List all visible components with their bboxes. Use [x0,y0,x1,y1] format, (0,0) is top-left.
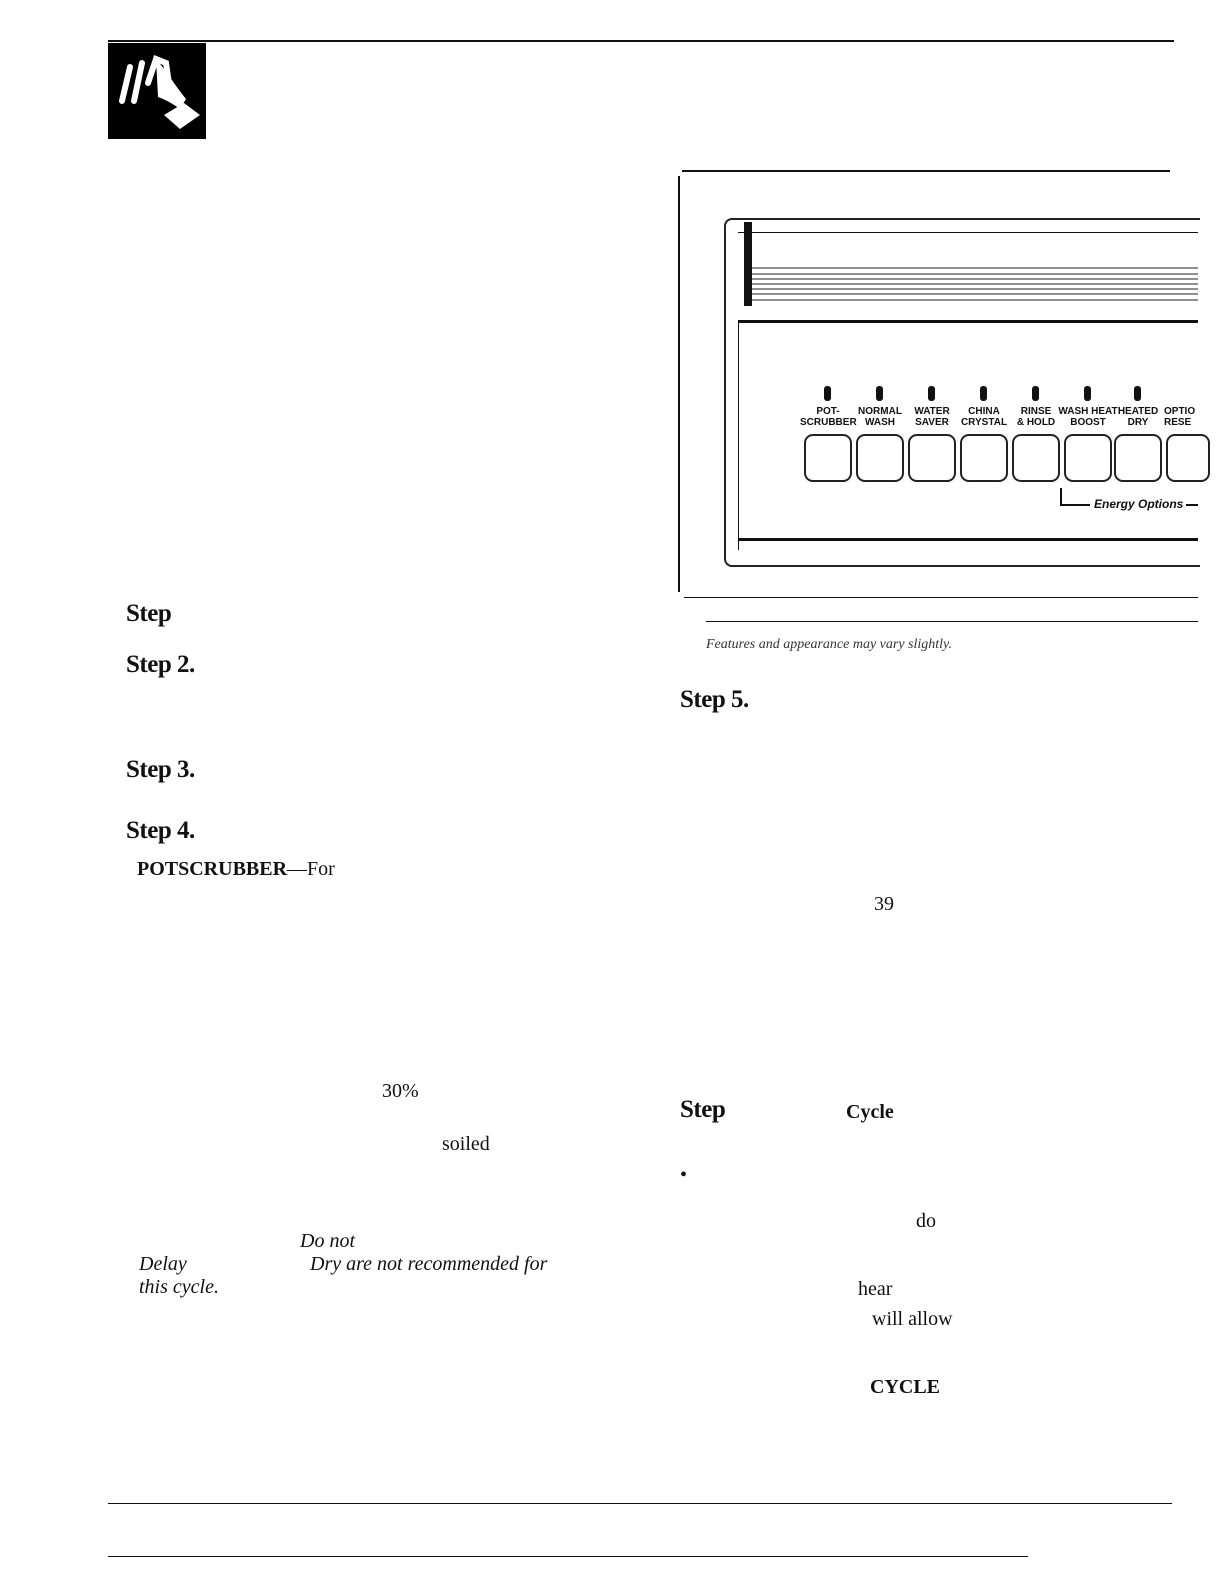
potscrubber-lead: POTSCRUBBER [137,858,288,880]
panel-face-top-line [738,320,1198,323]
water-saver-button[interactable] [908,434,956,482]
potscrubber-dash: —For [287,858,335,880]
button-label-options-reset: OPTIO RESE [1164,406,1196,428]
button-label-wash-heat-boost: WASH HEAT BOOST [1058,406,1118,428]
bracket-horizontal-right [1186,504,1198,506]
step-3-label: Step 3. [126,756,195,783]
indicator-light [1084,386,1091,401]
bullet-point: • [680,1164,688,1186]
china-crystal-button[interactable] [960,434,1008,482]
italic-this-cycle: this cycle. [139,1276,219,1298]
figure-bottom-rule [684,597,1198,598]
figure-caption: Features and appearance may vary slightl… [706,637,952,652]
indicator-light [876,386,883,401]
potscrubber-heading: POTSCRUBBER—For [137,858,335,881]
fragment-soiled: soiled [442,1133,490,1155]
button-label-normal-wash: NORMAL WASH [858,406,902,428]
header-rule [108,40,1174,42]
bracket-vertical [1060,488,1062,506]
panel-face-bottom-line [738,538,1198,541]
indicator-light [1032,386,1039,401]
figure-left-rule [678,176,680,592]
italic-dry: Dry are not recommended for [310,1253,548,1275]
cycle-caps: CYCLE [870,1376,941,1398]
step-1-label: Step [126,600,172,627]
energy-options-label: Energy Options [1094,497,1184,511]
button-label-potscrubber: POT- SCRUBBER [800,406,857,428]
header-badge [108,43,206,139]
fragment-will-allow: will allow [872,1308,953,1330]
figure-top-rule [682,170,1170,172]
button-label-heated-dry: HEATED DRY [1117,406,1159,428]
energy-options-bracket: Energy Options [1060,488,1198,511]
footer-rule-lower [108,1556,1028,1557]
rinse-hold-button[interactable] [1012,434,1060,482]
caption-rule [706,621,1198,622]
hand-pressing-pad-icon [119,55,200,129]
normal-wash-button[interactable] [856,434,904,482]
fragment-do: do [916,1210,936,1232]
wash-heat-boost-button[interactable] [1064,434,1112,482]
indicator-light [1134,386,1141,401]
fragment-hear: hear [858,1278,893,1300]
panel-top-inner-line [738,232,1198,233]
step-6-label: Step [680,1096,726,1123]
footer-rule [108,1503,1172,1504]
panel-outer-frame [724,218,1200,567]
indicator-light [824,386,831,401]
bracket-horizontal-left [1060,504,1090,506]
italic-delay: Delay [139,1253,187,1275]
step-5-label: Step 5. [680,686,749,713]
indicator-light [928,386,935,401]
control-panel-figure: POT- SCRUBBER NORMAL WASH WATER SAVER CH… [678,170,1210,600]
step-2-label: Step 2. [126,651,195,678]
step-4-label: Step 4. [126,817,195,844]
italic-do-not: Do not [300,1230,355,1252]
button-label-china-crystal: CHINA CRYSTAL [960,406,1008,428]
options-reset-button[interactable] [1166,434,1210,482]
potscrubber-button[interactable] [804,434,852,482]
button-label-water-saver: WATER SAVER [914,406,950,428]
panel-handle-bar [744,222,752,306]
heated-dry-button[interactable] [1114,434,1162,482]
panel-face-left-line [738,320,739,550]
indicator-light [980,386,987,401]
number-39: 39 [874,893,894,915]
button-label-rinse-hold: RINSE & HOLD [1016,406,1056,428]
cycle-label: Cycle [846,1101,894,1123]
panel-handle-lines [752,267,1198,301]
fragment-percent: 30% [382,1080,419,1102]
